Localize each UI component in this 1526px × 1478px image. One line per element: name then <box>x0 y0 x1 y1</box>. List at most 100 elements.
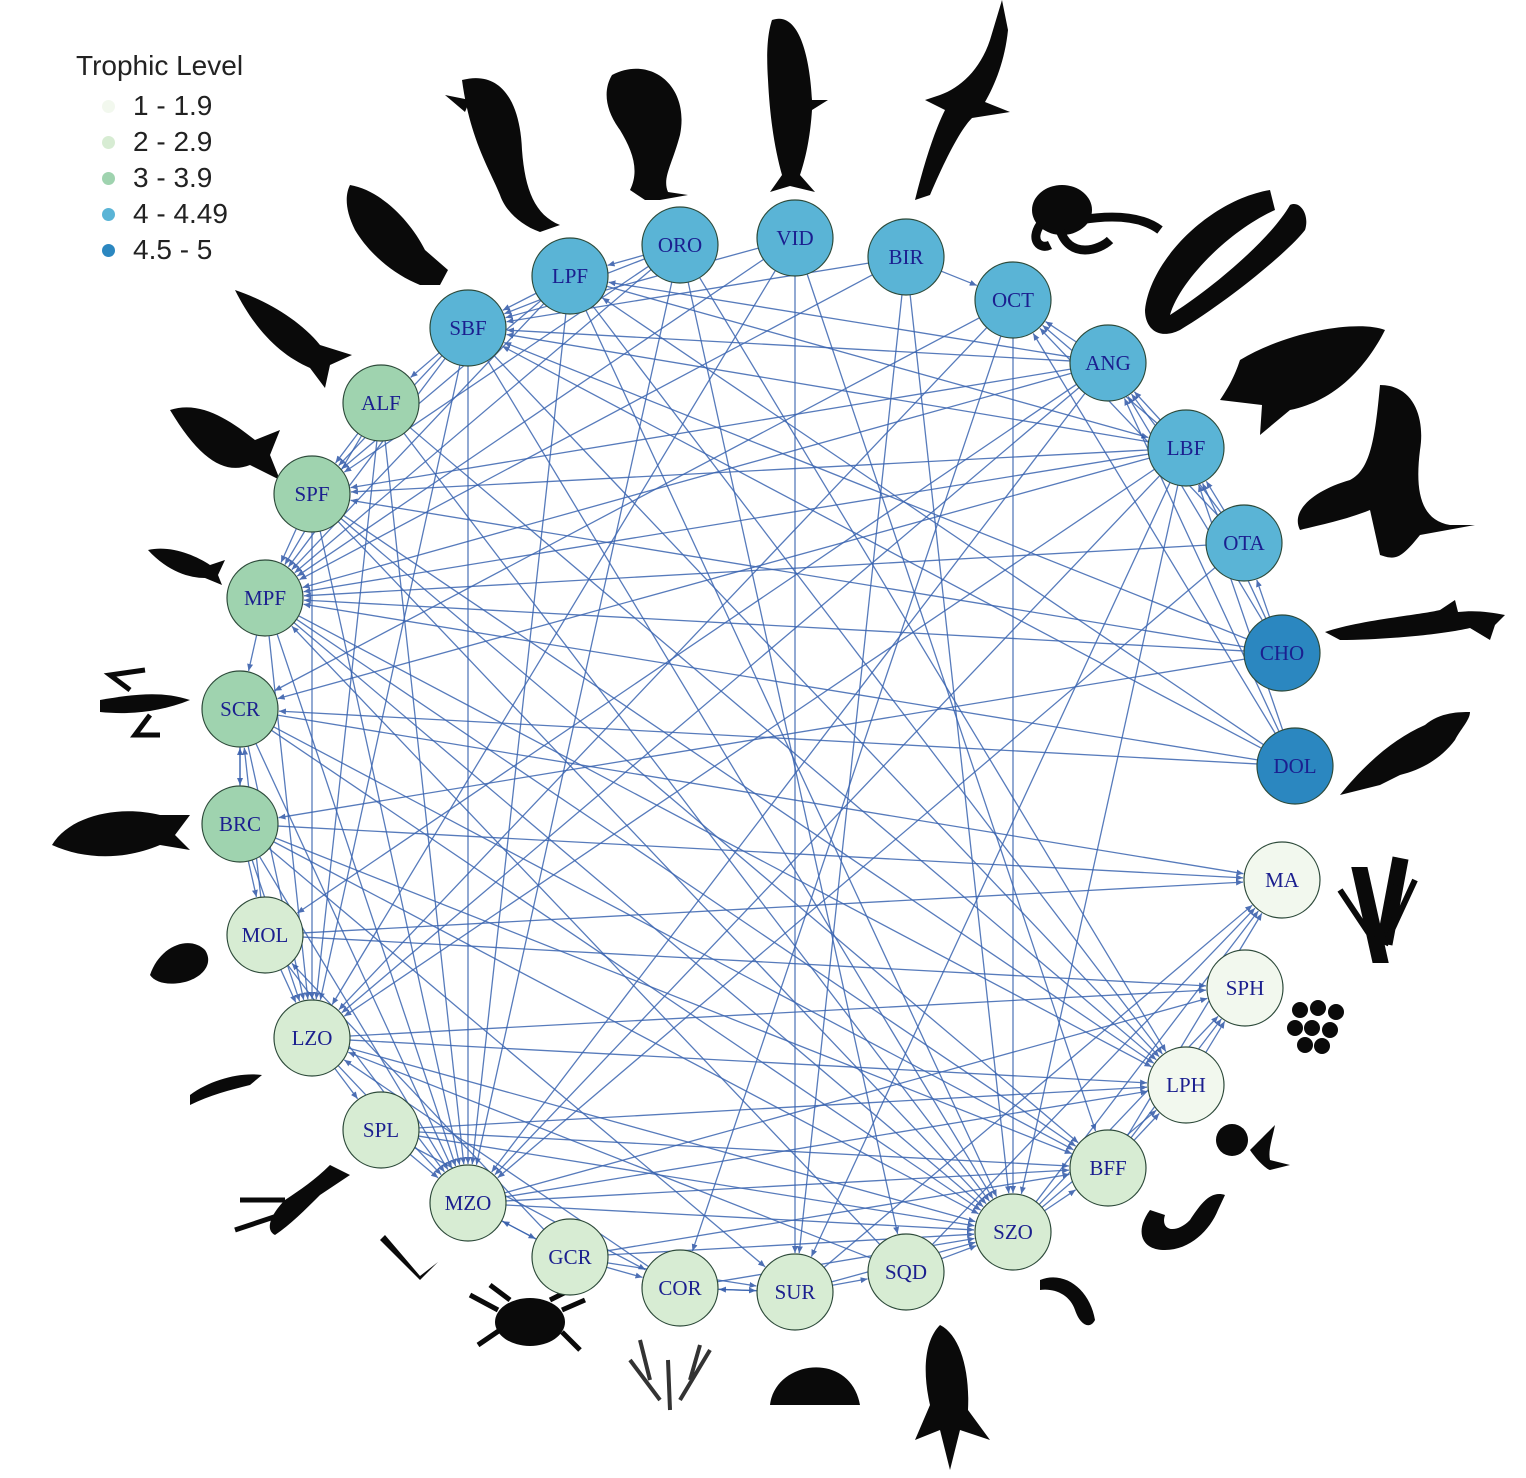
node-circle <box>1206 949 1284 1027</box>
node-label: MPF <box>244 586 286 610</box>
trophic-link-lbf-scr <box>277 457 1150 700</box>
node-label: OTA <box>1223 531 1265 555</box>
trophic-link-ang-spf <box>350 368 1071 490</box>
rockfish-silhouette <box>346 185 448 285</box>
node-label: OCT <box>992 288 1034 312</box>
node-label: BRC <box>219 812 261 836</box>
trophic-link-mpf-scr <box>247 634 258 672</box>
lobster-silhouette <box>234 1165 350 1235</box>
node-cho: CHO <box>1243 614 1321 692</box>
node-circle <box>273 999 351 1077</box>
trophic-link-alf-mzo <box>384 440 467 1165</box>
node-vid: VID <box>756 199 834 277</box>
node-circle <box>531 1218 609 1296</box>
legend-swatch <box>102 135 115 149</box>
trophic-link-mzo-lph <box>505 1089 1148 1198</box>
node-bff: BFF <box>1069 1129 1147 1207</box>
legend-item: 2 - 2.9 <box>76 124 243 160</box>
node-sur: SUR <box>756 1253 834 1331</box>
trophic-link-lbf-szo <box>1019 484 1179 1195</box>
trophic-link-sqd-szo <box>941 1245 977 1260</box>
node-circle <box>756 1253 834 1331</box>
node-circle <box>756 199 834 277</box>
node-label: SPL <box>363 1118 399 1142</box>
node-label: SUR <box>775 1280 816 1304</box>
trophic-link-dol-lpf <box>601 297 1264 746</box>
trophic-link-alf-lph <box>409 427 1157 1061</box>
node-circle <box>226 896 304 974</box>
node-label: MOL <box>242 923 289 947</box>
trophic-link-cho-sbf <box>503 341 1247 640</box>
node-spl: SPL <box>342 1091 420 1169</box>
trophic-link-mpf-lph <box>298 615 1152 1068</box>
trophic-link-bir-oct <box>941 270 978 287</box>
legend-item: 4 - 4.49 <box>76 196 243 232</box>
node-circle <box>273 455 351 533</box>
node-circle <box>867 1233 945 1311</box>
trophic-link-brc-bff <box>275 837 1072 1155</box>
trophic-link-lbf-sbf <box>506 332 1149 443</box>
trophic-link-oro-mzo <box>475 281 673 1166</box>
trophic-link-cho-ota <box>1256 579 1271 618</box>
node-circle <box>641 1249 719 1327</box>
trophic-link-ang-mpf <box>302 372 1072 589</box>
trophic-link-spl-bff <box>418 1131 1070 1169</box>
node-alf: ALF <box>342 364 420 442</box>
node-label: LBF <box>1167 436 1206 460</box>
krill-silhouette <box>190 1074 262 1105</box>
node-circle <box>1205 504 1283 582</box>
trophic-link-spf-mpf <box>280 528 297 563</box>
node-circle <box>1147 1046 1225 1124</box>
node-oro: ORO <box>641 206 719 284</box>
trophic-link-sqd-ma <box>931 907 1256 1246</box>
trophic-link-mol-lzo <box>280 969 297 1003</box>
trophic-link-gcr-mzo <box>502 1220 537 1240</box>
node-label: LZO <box>292 1026 333 1050</box>
trophic-link-spf-mzo <box>319 530 462 1166</box>
trophic-link-gcr-mol <box>291 962 545 1230</box>
trophic-link-ang-oct <box>1045 321 1077 343</box>
trophic-link-brc-mol <box>247 860 258 898</box>
trophic-link-oct-scr <box>274 317 980 692</box>
legend-label: 3 - 3.9 <box>133 162 213 193</box>
node-label: MA <box>1265 868 1300 892</box>
legend-label: 2 - 2.9 <box>133 126 213 157</box>
node-circle <box>1069 1129 1147 1207</box>
legend-swatch <box>102 171 115 185</box>
node-label: SPF <box>294 482 329 506</box>
trophic-link-lpf-mpf <box>291 303 545 571</box>
eel-silhouette <box>1145 190 1307 334</box>
node-label: ORO <box>658 233 702 257</box>
trophic-link-mpf-bff <box>296 618 1077 1147</box>
trophic-link-ota-mpf <box>303 544 1207 599</box>
node-label: SQD <box>885 1260 927 1284</box>
trophic-link-ota-mzo <box>497 567 1216 1179</box>
node-sqd: SQD <box>867 1233 945 1311</box>
node-label: SPH <box>1226 976 1265 1000</box>
node-circle <box>974 261 1052 339</box>
node-circle <box>974 1193 1052 1271</box>
trophic-link-mpf-mzo <box>276 633 457 1167</box>
trophic-link-brc-ma <box>277 825 1244 881</box>
crayfish-silhouette <box>100 667 190 738</box>
node-gcr: GCR <box>531 1218 609 1296</box>
node-circle <box>641 206 719 284</box>
legend-item: 1 - 1.9 <box>76 88 243 124</box>
trophic-link-vid-mpf <box>296 258 764 577</box>
legend-item: 3 - 3.9 <box>76 160 243 196</box>
sea-urchin-silhouette <box>770 1367 860 1405</box>
node-label: VID <box>776 226 813 250</box>
legend-swatch <box>102 243 115 257</box>
trophic-link-gcr-bff <box>607 1172 1070 1252</box>
trophic-link-scr-bff <box>273 726 1074 1151</box>
trophic-link-spf-bff <box>340 518 1079 1144</box>
bream-fish-silhouette <box>52 811 190 857</box>
trophic-link-lzo-szo <box>348 1047 976 1223</box>
node-spf: SPF <box>273 455 351 533</box>
node-circle <box>1243 614 1321 692</box>
node-ota: OTA <box>1205 504 1283 582</box>
node-lzo: LZO <box>273 999 351 1077</box>
large-pelagic-fish-silhouette <box>445 78 560 232</box>
